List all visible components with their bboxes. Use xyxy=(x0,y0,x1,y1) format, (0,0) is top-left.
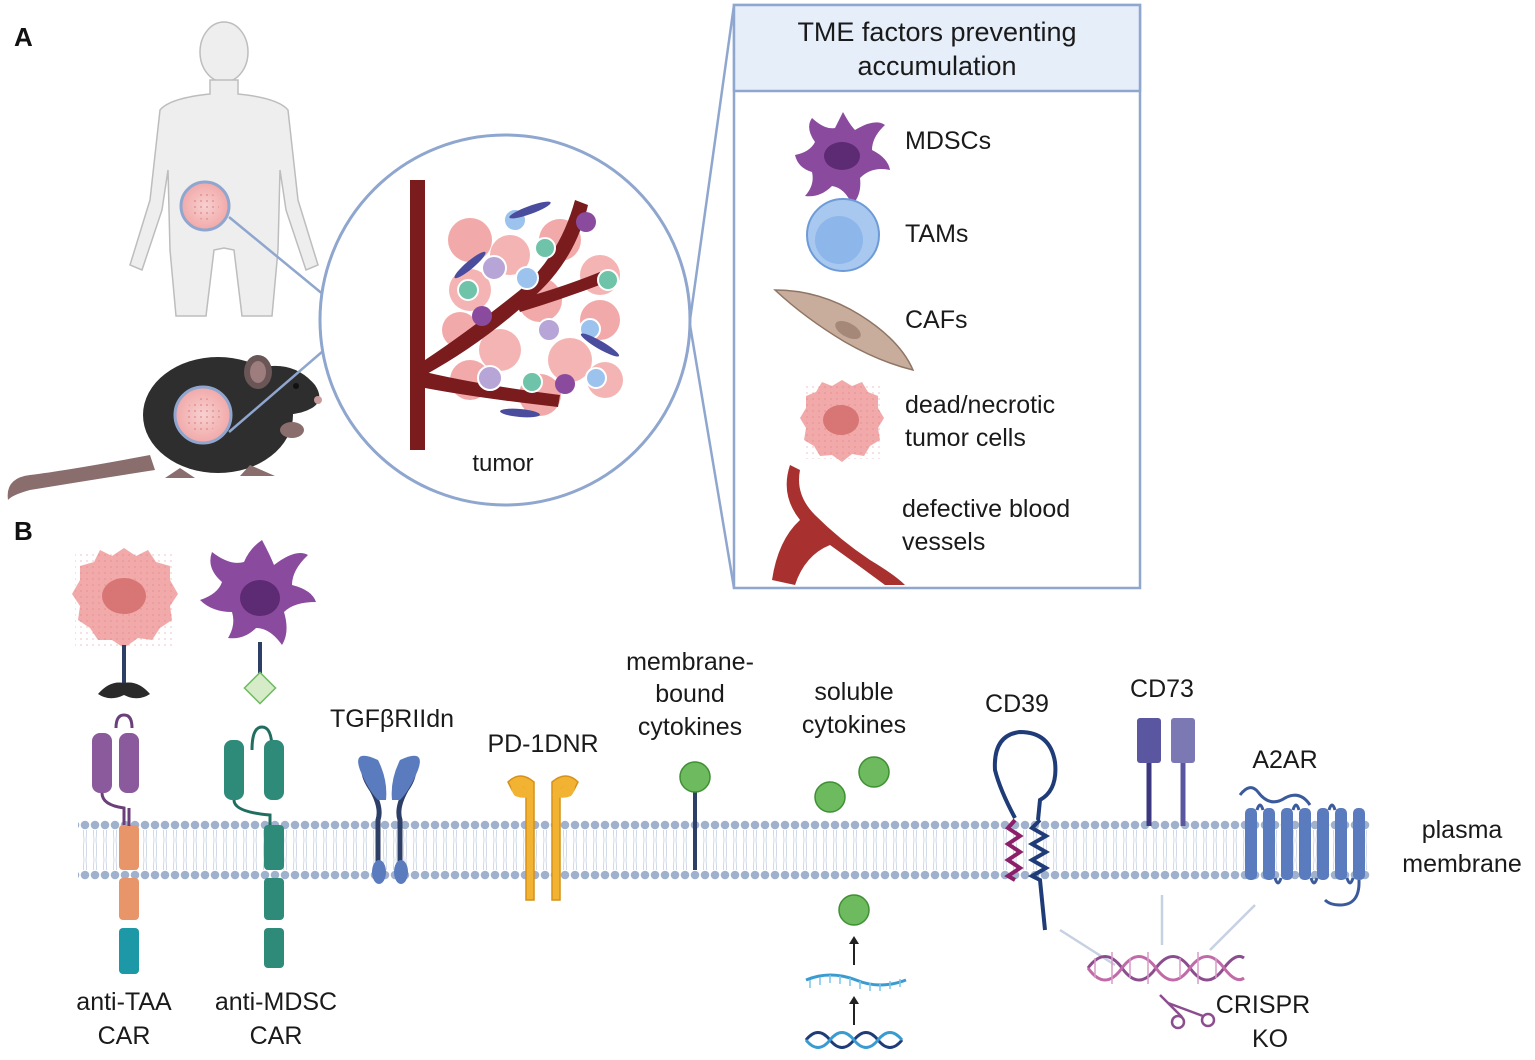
panel-a-label: A xyxy=(14,22,33,52)
tme-factors-box: TME factors preventing accumulation MDSC… xyxy=(732,3,1142,590)
crispr-label-line2: KO xyxy=(1252,1025,1288,1053)
a2ar: A2AR xyxy=(1238,746,1365,907)
caf-icon xyxy=(773,289,915,372)
membrane-cyto-label-line1: membrane- xyxy=(626,648,754,676)
soluble-cyto-label-line1: soluble xyxy=(814,678,893,706)
anti-taa-label-line1: anti-TAA xyxy=(76,988,172,1016)
membrane-cyto-label-line2: bound xyxy=(655,680,725,708)
tme-box-title-line1: TME factors preventing xyxy=(797,17,1076,47)
membrane-bound-cytokine: membrane- bound cytokines xyxy=(626,648,754,870)
mouse-icon xyxy=(7,355,322,500)
tumor-zoom-circle: tumor xyxy=(318,133,692,507)
tme-item-cafs: CAFs xyxy=(905,306,968,334)
plasma-membrane xyxy=(78,820,1370,880)
cd73: CD73 xyxy=(1130,675,1195,826)
panel-b-label: B xyxy=(14,516,33,546)
soluble-cyto-label-line2: cytokines xyxy=(802,711,906,739)
human-body-icon xyxy=(129,21,319,317)
tumor-label: tumor xyxy=(472,450,533,477)
zoom-lines xyxy=(228,4,736,589)
anti-mdsc-label-line1: anti-MDSC xyxy=(215,988,337,1016)
mdsc-icon xyxy=(795,112,890,205)
cd39-label: CD39 xyxy=(985,690,1049,718)
tme-item-mdscs: MDSCs xyxy=(905,127,991,155)
crispr-label-line1: CRISPR xyxy=(1216,991,1310,1019)
soluble-cytokines: soluble cytokines xyxy=(802,678,907,1049)
tumor-cell-target-icon xyxy=(72,548,178,648)
membrane-label-line1: plasma xyxy=(1422,816,1503,844)
tme-item-vessels-line1: defective blood xyxy=(902,495,1070,523)
tme-box-title-line2: accumulation xyxy=(857,51,1016,81)
cd39: CD39 xyxy=(985,690,1058,931)
anti-mdsc-car: anti-MDSC CAR xyxy=(200,540,337,1050)
necrotic-cell-icon xyxy=(800,380,884,462)
pd1-dnr: PD-1DNR xyxy=(487,730,599,901)
membrane-cyto-label-line3: cytokines xyxy=(638,713,742,741)
crispr-ko: CRISPR KO xyxy=(1059,895,1310,1053)
mdsc-target-icon xyxy=(200,540,316,645)
tme-item-tams: TAMs xyxy=(905,220,968,248)
cd73-label: CD73 xyxy=(1130,675,1194,703)
a2ar-label: A2AR xyxy=(1252,746,1317,774)
tam-icon xyxy=(806,198,880,272)
tme-item-dead-line1: dead/necrotic xyxy=(905,391,1055,419)
anti-taa-label-line2: CAR xyxy=(98,1022,151,1050)
tgfb-receptor: TGFβRIIdn xyxy=(330,705,454,884)
tme-item-vessels-line2: vessels xyxy=(902,528,985,556)
tgfb-label: TGFβRIIdn xyxy=(330,705,454,733)
anti-taa-car: anti-TAA CAR xyxy=(72,548,178,1050)
membrane-label-line2: membrane xyxy=(1402,850,1522,878)
scissors-icon xyxy=(1159,994,1216,1030)
blood-vessel-icon xyxy=(772,465,905,585)
tme-item-dead-line2: tumor cells xyxy=(905,424,1026,452)
anti-mdsc-label-line2: CAR xyxy=(250,1022,303,1050)
pd1-label: PD-1DNR xyxy=(487,730,598,758)
